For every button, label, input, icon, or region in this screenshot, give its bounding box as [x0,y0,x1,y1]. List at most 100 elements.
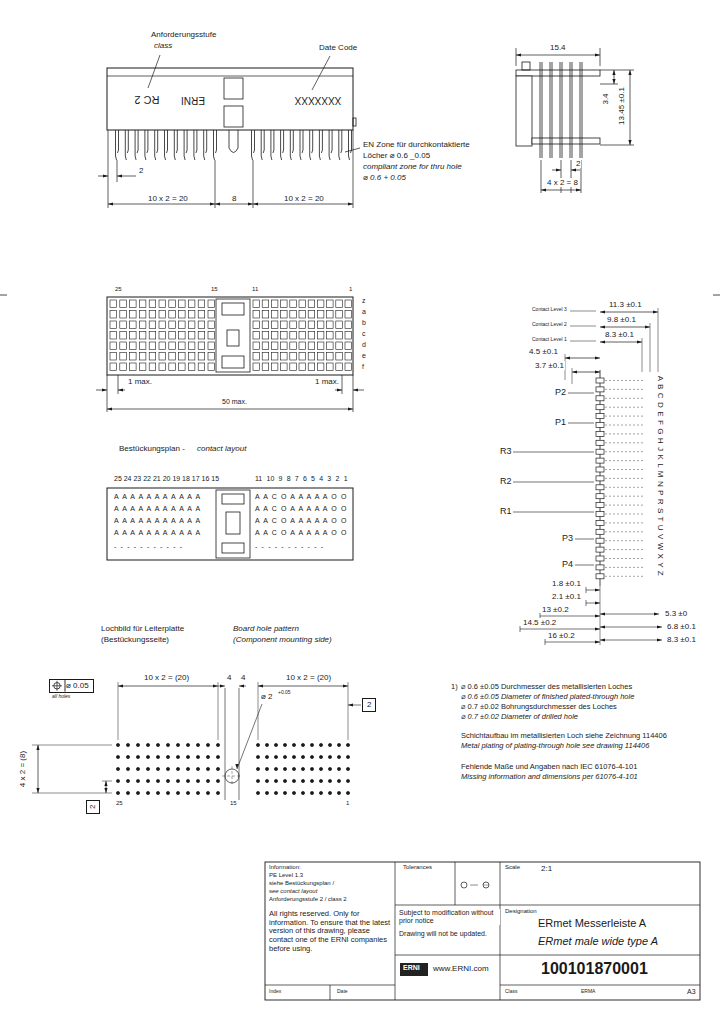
dimension-label: 14.5 ±0.2 [522,618,557,627]
drawing-line [135,130,136,156]
drawing-circle [126,755,129,758]
drawing-line [218,682,219,740]
drawing-circle [301,779,304,782]
arrowhead [215,202,220,205]
drawing-rect [253,311,260,319]
drawing-line [605,389,645,390]
drawing-rect [271,363,278,371]
drawing-rect [139,363,146,371]
drawing-rect [188,300,195,308]
drawing-line [102,781,112,782]
drawing-rect [290,353,297,361]
drawing-rect [336,342,343,350]
arrowhead [117,174,122,177]
drawing-rect [253,332,260,340]
drawing-rect [253,342,260,350]
drawing-line [300,156,301,160]
drawing-rect [139,332,146,340]
drawing-rect [299,353,306,361]
drawing-rect [596,556,604,561]
drawing-rect [149,332,156,340]
level-label: Contact Level 3 [531,307,568,313]
drawing-circle [319,791,322,794]
drawing-rect [596,529,604,534]
drawing-line [341,130,342,150]
arrowhead [612,79,615,84]
arrowhead [220,684,225,687]
dimension-label: 2 [575,159,581,168]
drawing-line [513,452,594,453]
drawing-line [216,150,217,153]
drawing-circle [136,791,139,794]
drawing-rect [149,321,156,329]
drawing-line [570,326,596,327]
drawing-line [545,642,600,643]
drawing-line [196,130,197,150]
drawing-circle [146,767,149,770]
arrowhead [600,638,605,641]
drawing-line [253,160,254,208]
drawing-rect [271,321,278,329]
note-text: 1) [450,683,459,692]
arrowhead [213,684,218,687]
drawing-rect [169,332,176,340]
drawing-line [605,451,645,452]
note-text: ⌀ 0.6 ±0.05 Durchmesser des metallisiert… [460,683,633,692]
drawing-line [330,985,331,1000]
column-numbers: 25 24 23 22 21 20 19 18 17 16 15 [113,475,220,483]
housing-marking: ERNI [180,94,206,106]
drawing-line [258,686,348,687]
drawing-rect [222,303,244,315]
contact-name: P2 [554,387,567,397]
callout-label: class [153,41,173,50]
drawing-line [237,704,262,769]
drawing-circle [196,767,199,770]
title-block-text: see contact layout [268,888,318,895]
drawing-rect [208,363,215,371]
drawing-line [349,156,350,160]
drawing-rect [120,300,127,308]
dimension-label: 1 max. [127,377,153,386]
dimension-label: 50 max. [221,398,248,406]
drawing-circle [301,743,304,746]
drawing-rect [308,300,315,308]
contact-name: R1 [499,506,513,516]
drawing-rect [110,342,117,350]
drawing-line [570,62,571,158]
section-heading: Bestückungsplan - [118,444,186,453]
drawing-rect [281,321,288,329]
drawing-line [167,130,168,150]
drawing-line [605,416,645,417]
drawing-rect [327,311,334,319]
drawing-circle [146,755,149,758]
title-block-text: Date [336,989,349,995]
drawing-circle [206,791,209,794]
drawing-line [575,539,594,540]
boxed-dimension: 2 [362,698,376,712]
drawing-circle [176,791,179,794]
drawing-rect [596,449,604,454]
drawing-rect [271,300,278,308]
dimension-label: 2 [138,166,144,175]
drawing-rect [299,321,306,329]
drawing-rect [336,300,343,308]
drawing-circle [274,767,277,770]
drawing-line [571,160,572,193]
drawing-circle [337,743,340,746]
arrowhead [103,174,108,177]
drawing-line [271,156,272,160]
drawing-line [570,341,596,342]
drawing-rect [262,300,269,308]
arrowhead [348,202,353,205]
arrowhead [654,612,659,615]
drawing-rect [130,321,137,329]
drawing-circle [166,767,169,770]
drawing-rect [149,311,156,319]
drawing-circle [265,779,268,782]
drawing-line [108,204,215,205]
drawing-circle [206,743,209,746]
dimension-label: 1.8 ±0.1 [551,579,582,588]
drawing-rect [188,353,195,361]
arrowhead [118,388,123,391]
row-letter: d [361,341,367,349]
